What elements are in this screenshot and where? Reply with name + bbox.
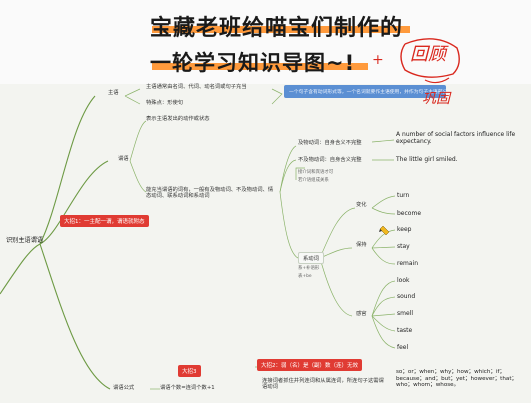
- trick-2-desc: 连接词者抓住并列连词和从属连词，所连句子这需谓语动词: [262, 378, 384, 391]
- word-taste: taste: [397, 327, 413, 334]
- root-node: 识别主语谓语: [6, 237, 44, 244]
- formula-text: 谓语个数=连词个数+1: [160, 385, 215, 391]
- transitive-verb: 及物动词：自身含义不完整: [298, 140, 362, 146]
- word-become: become: [397, 210, 422, 217]
- title-line-1: 宝藏老班给喵宝们制作的: [150, 16, 404, 41]
- word-look: look: [397, 277, 410, 284]
- subject-label: 主语: [108, 90, 119, 96]
- predicate-desc-2: 能充当谓语的词有，一般有及物动词、不及物动词、情态动词、联系动词和系动词: [146, 187, 274, 200]
- subject-item-1: 主语通常由名词、代词、动名词或句子充当: [146, 84, 247, 90]
- conjunction-list: so；or；when；why；how；which；if；because；and；…: [396, 369, 518, 389]
- intransitive-example: The little girl smiled.: [396, 156, 458, 163]
- transitive-example: A number of social factors influence lif…: [396, 131, 516, 146]
- formula-label: 谓语公式: [113, 385, 135, 391]
- mindmap-canvas: 主语 主语通常由名词、代词、动名词或句子充当 特殊点：形使句 一个句子含有动词形…: [0, 84, 531, 403]
- header: 宝藏老班给喵宝们制作的 一轮学习知识导图~! + 回顾 巩固: [0, 0, 531, 107]
- word-keep: keep: [397, 226, 412, 233]
- trick-2-tag: 大招2：弱（名）是（副）数（连）无效: [257, 359, 363, 371]
- intransitive-sub-1: 接介词和宾语才可: [298, 170, 334, 175]
- trick-1-tag: 大招1：一主配一谓，谓语就附态: [60, 215, 149, 227]
- intransitive-verb: 不及物动词：自身含义完整: [298, 157, 362, 163]
- title-highlight-2: [152, 63, 368, 70]
- intransitive-sub-2: 若介语组成关系: [298, 178, 329, 183]
- linking-sub-1: 系+补语形: [298, 266, 320, 271]
- trick-3-tag: 大招3: [178, 365, 201, 377]
- word-stay: stay: [397, 243, 410, 250]
- word-smell: smell: [397, 310, 413, 317]
- linking-sub-2: 表+be: [298, 274, 312, 279]
- subject-item-2: 特殊点：形使句: [146, 100, 184, 106]
- red-annotation-strokes: [400, 38, 460, 84]
- handwritten-consolidate: 巩固: [422, 91, 450, 107]
- category-change: 变化: [356, 202, 367, 208]
- handwritten-review: 回顾: [410, 44, 446, 65]
- category-keep: 保持: [356, 242, 367, 248]
- predicate-desc-1: 表示主语发出的动作或状态: [146, 116, 210, 122]
- predicate-label: 谓语: [118, 156, 129, 162]
- plus-mark: +: [372, 52, 384, 68]
- title-line-2: 一轮学习知识导图~!: [150, 51, 356, 75]
- word-sound: sound: [397, 293, 416, 300]
- word-remain: remain: [397, 260, 419, 267]
- title-highlight: [152, 26, 410, 33]
- category-sense: 感官: [356, 311, 367, 317]
- linking-verb-node: 系动词: [298, 252, 324, 264]
- subject-note-box: 一个句子含有动词形式等，一个名词就要作主语使用，并作为句子主语部分: [284, 85, 446, 98]
- mindmap-connectors: [0, 88, 396, 390]
- word-feel: feel: [397, 344, 409, 351]
- word-turn: turn: [397, 192, 410, 199]
